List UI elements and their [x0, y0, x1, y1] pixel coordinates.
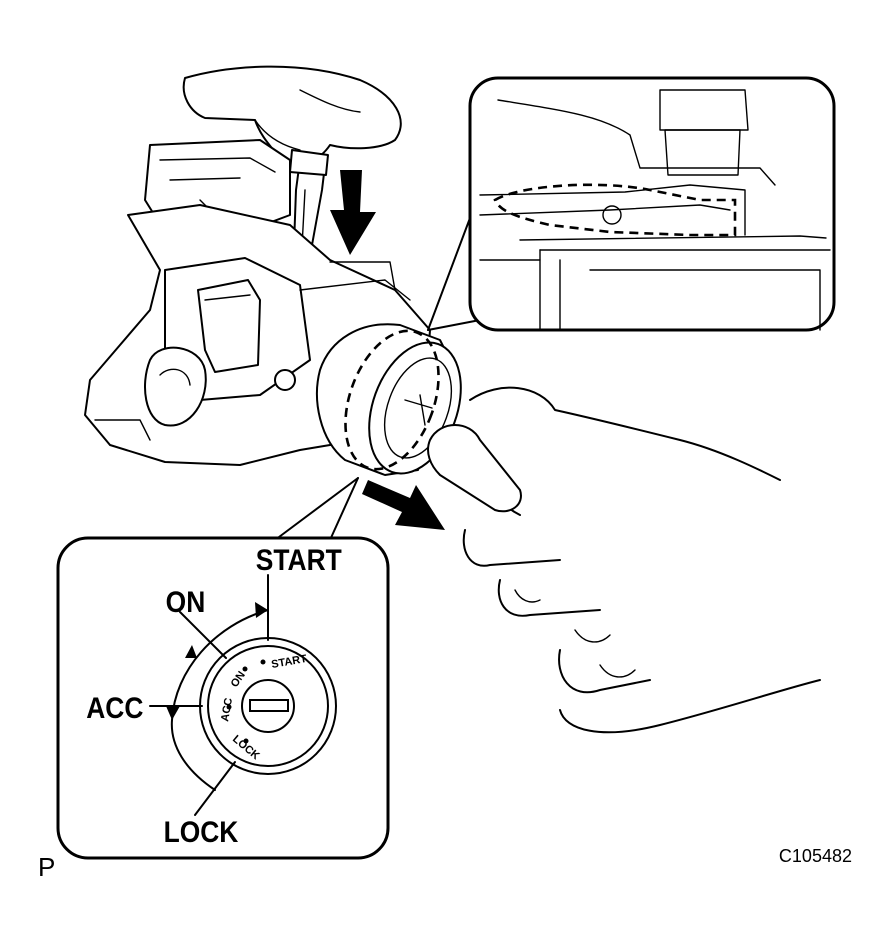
upper-hand-illustration — [182, 65, 402, 168]
label-start: START — [256, 542, 342, 576]
label-lock: LOCK — [164, 814, 239, 848]
label-acc: ACC — [86, 690, 143, 724]
inset-detail-panel — [468, 76, 836, 332]
pull-out-arrow — [362, 480, 445, 530]
push-down-arrow — [330, 170, 376, 255]
right-hand-illustration — [427, 386, 821, 734]
zoom-guide-lines — [274, 217, 481, 541]
key-position-callout-panel — [56, 536, 390, 860]
label-on: ON — [166, 584, 206, 618]
figure-id-code: C105482 — [779, 846, 852, 866]
corner-letter: P — [38, 852, 55, 882]
dial-label-acc: ACC — [219, 697, 235, 723]
